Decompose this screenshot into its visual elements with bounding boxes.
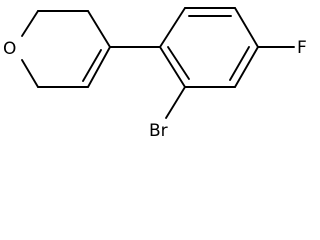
bond-c4-c5 [87, 46, 111, 88]
bond-ar3-ar4 [234, 7, 259, 48]
bond-ar1-ar2 [159, 7, 186, 48]
structure-diagram: O F Br [3, 7, 307, 141]
bond-ar4-ar5 [234, 46, 259, 88]
bond-c4-c5-double [82, 49, 102, 82]
bond-ar6-br [165, 86, 186, 119]
fluorine-label: F [297, 38, 307, 58]
bond-c6-o [21, 59, 39, 88]
benzene-ring [159, 7, 259, 88]
dihydropyran-ring: O [3, 10, 111, 88]
oxygen-label: O [3, 39, 16, 59]
bond-o-c2 [21, 10, 39, 37]
bond-ar6-ar1 [159, 46, 186, 88]
bromine-label: Br [149, 121, 168, 141]
bond-c3-c4 [87, 10, 111, 48]
bond-ar4-ar5-double [229, 46, 250, 81]
bond-ar6-ar1-double [167, 46, 190, 80]
